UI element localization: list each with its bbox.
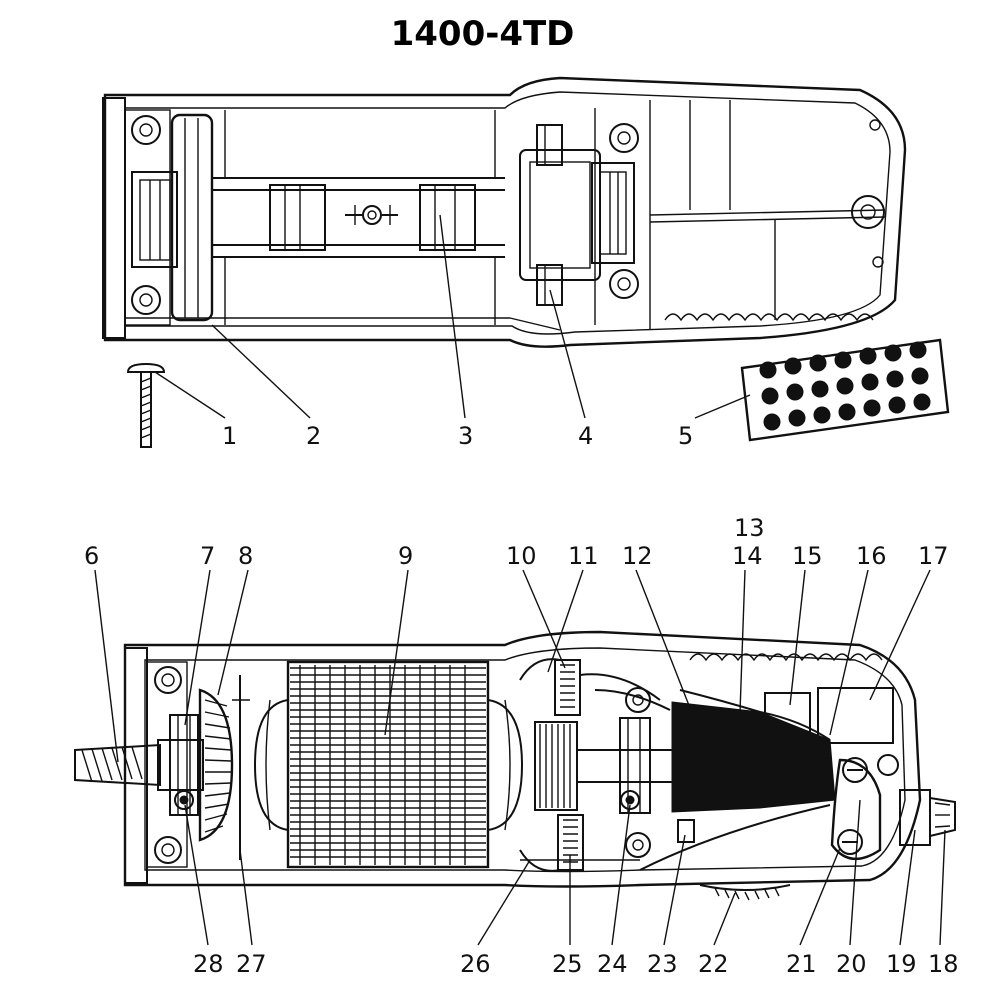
callout-18: 18 (928, 950, 959, 978)
callout-21: 21 (786, 950, 817, 978)
callout-24: 24 (597, 950, 628, 978)
callout-13: 13 (734, 514, 765, 542)
housing-top-view (102, 76, 907, 348)
callout-25: 25 (552, 950, 583, 978)
callout-20: 20 (836, 950, 867, 978)
callout-4: 4 (578, 422, 593, 450)
callout-11: 11 (568, 542, 599, 570)
top-callout-labels: 1 2 3 4 5 (222, 422, 693, 450)
callout-6: 6 (84, 542, 99, 570)
callout-26: 26 (460, 950, 491, 978)
callout-23: 23 (647, 950, 678, 978)
callout-22: 22 (698, 950, 729, 978)
callout-3: 3 (458, 422, 473, 450)
callout-1: 1 (222, 422, 237, 450)
page-title: 1400-4TD (390, 14, 575, 54)
callout-14: 14 (732, 542, 763, 570)
top-leader-lines (154, 214, 751, 419)
callout-12: 12 (622, 542, 653, 570)
motor-assembly-view (74, 630, 956, 901)
callout-27: 27 (236, 950, 267, 978)
bottom-callout-labels-lower: 28 27 26 25 24 23 22 21 20 19 18 (193, 950, 959, 978)
part-vent-panel (740, 338, 950, 442)
callout-10: 10 (506, 542, 537, 570)
part-screw (126, 362, 166, 448)
callout-19: 19 (886, 950, 917, 978)
callout-9: 9 (398, 542, 413, 570)
callout-2: 2 (306, 422, 321, 450)
callout-17: 17 (918, 542, 949, 570)
bottom-leader-lines (94, 569, 946, 946)
callout-7: 7 (200, 542, 215, 570)
callout-28: 28 (193, 950, 224, 978)
callout-5: 5 (678, 422, 693, 450)
callout-15: 15 (792, 542, 823, 570)
callout-8: 8 (238, 542, 253, 570)
bottom-callout-labels-upper: 6 7 8 9 10 11 12 13 14 15 16 17 (84, 514, 949, 570)
callout-16: 16 (856, 542, 887, 570)
